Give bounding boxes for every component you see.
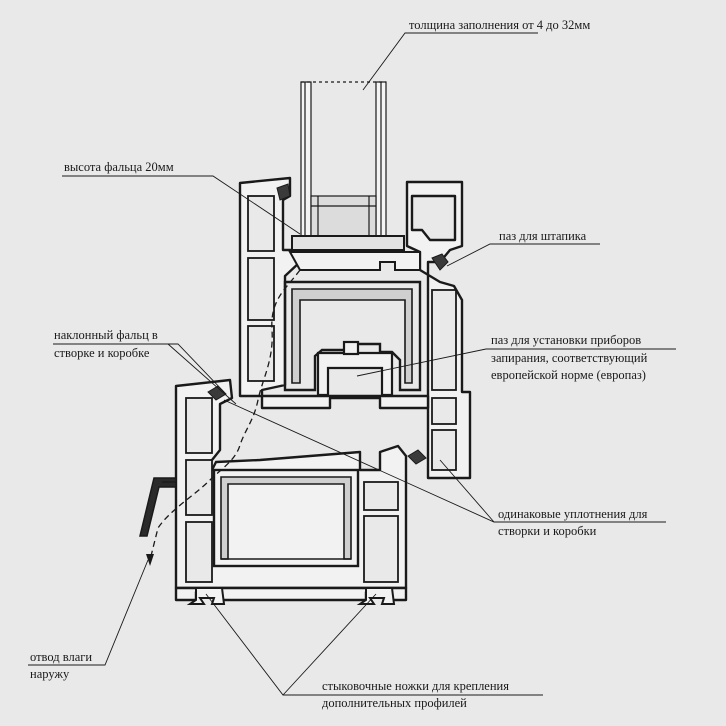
frame-steel-reinforcement [283, 280, 422, 392]
label-hardware-groove-1: паз для установки приборов [491, 333, 642, 347]
label-hardware-groove-2: запирания, соответствующий [491, 351, 648, 365]
label-hardware-groove-3: европейской норме (европаз) [491, 368, 646, 382]
label-fill-thickness: толщина заполнения от 4 до 32мм [409, 18, 591, 32]
drainage-cap [139, 477, 177, 537]
label-same-seals-1: одинаковые уплотнения для [498, 507, 648, 521]
sash-steel-reinforcement [212, 468, 360, 568]
label-inclined-rebate-1: наклонный фальц в [54, 328, 158, 342]
euro-groove [316, 340, 394, 397]
glazing-bead [288, 235, 421, 271]
sash-chambers [185, 397, 399, 583]
label-inclined-rebate-2: створке и коробке [54, 346, 150, 360]
lower-seals [207, 385, 427, 465]
label-rebate-height: высота фальца 20мм [64, 160, 174, 174]
leader-lines [28, 32, 676, 696]
label-docking-feet-1: стыковочные ножки для крепления [322, 679, 509, 693]
label-same-seals-2: створки и коробки [498, 524, 597, 538]
label-bead-groove: паз для штапика [499, 229, 587, 243]
label-docking-feet-2: дополнительных профилей [322, 696, 467, 710]
label-drainage-1: отвод влаги [30, 650, 93, 664]
upper-seals [276, 183, 449, 271]
frame-chambers [247, 195, 457, 471]
drainage-arrow-icon [146, 554, 154, 566]
label-drainage-2: наружу [30, 667, 70, 681]
drainage-path [149, 269, 301, 561]
